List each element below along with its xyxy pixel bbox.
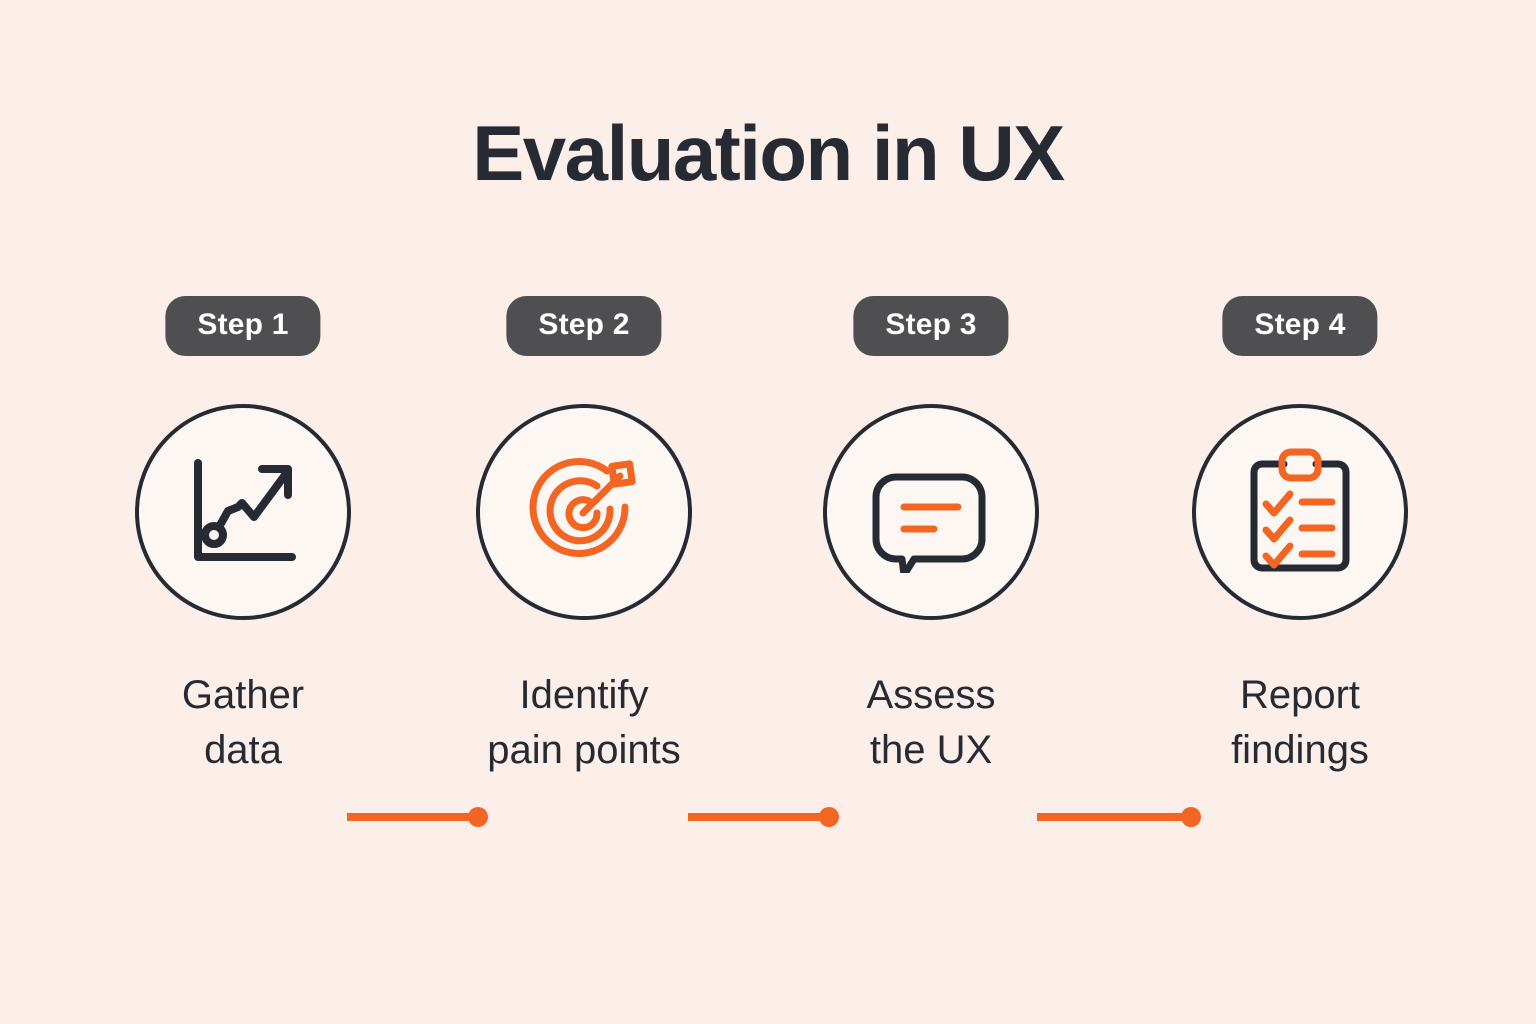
connector-dot-icon	[819, 807, 839, 827]
step-2-icon-circle	[476, 404, 692, 620]
step-4-icon-circle	[1192, 404, 1408, 620]
step-3-icon-circle	[823, 404, 1039, 620]
step-1-caption-line1: Gather	[181, 673, 305, 717]
steps-row: Step 1 Gather data Step 2	[0, 296, 1536, 827]
target-bullseye-arrow-icon	[521, 449, 647, 575]
line-chart-growth-icon	[180, 449, 306, 575]
step-2-caption-line2: pain points	[487, 728, 681, 773]
speech-bubble-icon	[870, 451, 992, 573]
step-2-caption: Identify pain points	[419, 668, 749, 778]
step-3: Step 3 Assess the UX	[771, 296, 1091, 816]
step-3-caption: Assess the UX	[766, 668, 1096, 778]
step-4: Step 4	[1140, 296, 1460, 816]
step-2: Step 2	[424, 296, 744, 816]
step-3-caption-line2: the UX	[869, 728, 993, 773]
step-1-badge: Step 1	[165, 296, 321, 356]
step-1: Step 1 Gather data	[83, 296, 403, 816]
step-2-badge: Step 2	[506, 296, 662, 356]
step-4-caption-line1: Report	[1239, 673, 1361, 717]
step-1-caption: Gather data	[78, 668, 408, 778]
step-4-caption: Report findings	[1135, 668, 1465, 778]
step-3-badge: Step 3	[853, 296, 1009, 356]
connector-dot-icon	[468, 807, 488, 827]
step-3-caption-line1: Assess	[866, 673, 996, 717]
connector-2-3	[688, 807, 839, 827]
connector-dot-icon	[1181, 807, 1201, 827]
step-2-caption-line1: Identify	[519, 673, 649, 717]
step-1-caption-line2: data	[204, 728, 282, 773]
step-4-caption-line2: findings	[1231, 728, 1369, 773]
connector-1-2	[347, 807, 488, 827]
clipboard-checklist-icon	[1240, 448, 1360, 576]
connector-3-4	[1037, 807, 1201, 827]
step-4-badge: Step 4	[1222, 296, 1378, 356]
step-1-icon-circle	[135, 404, 351, 620]
page-title: Evaluation in UX	[472, 109, 1065, 197]
